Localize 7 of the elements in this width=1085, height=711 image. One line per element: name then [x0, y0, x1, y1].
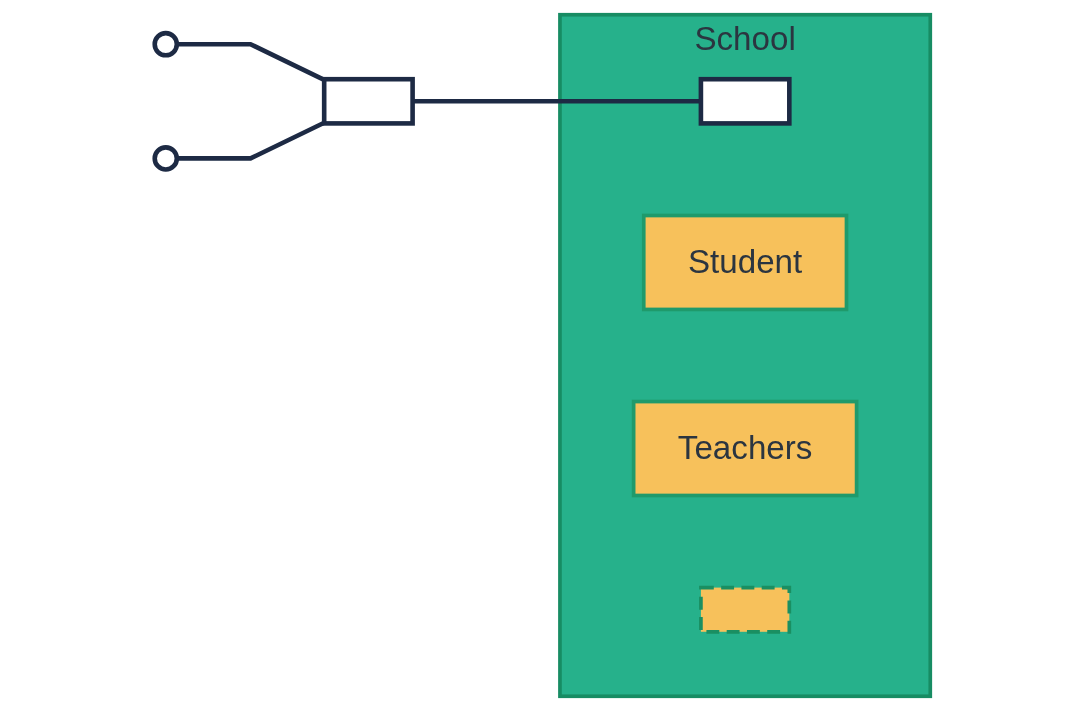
node-circle: [152, 30, 180, 58]
node-box: Teachers: [631, 399, 859, 498]
node-box: [699, 585, 792, 634]
node-box: Student: [641, 213, 849, 312]
node-box: [698, 76, 792, 126]
node-circle: [152, 145, 180, 172]
node-box: [321, 76, 415, 126]
